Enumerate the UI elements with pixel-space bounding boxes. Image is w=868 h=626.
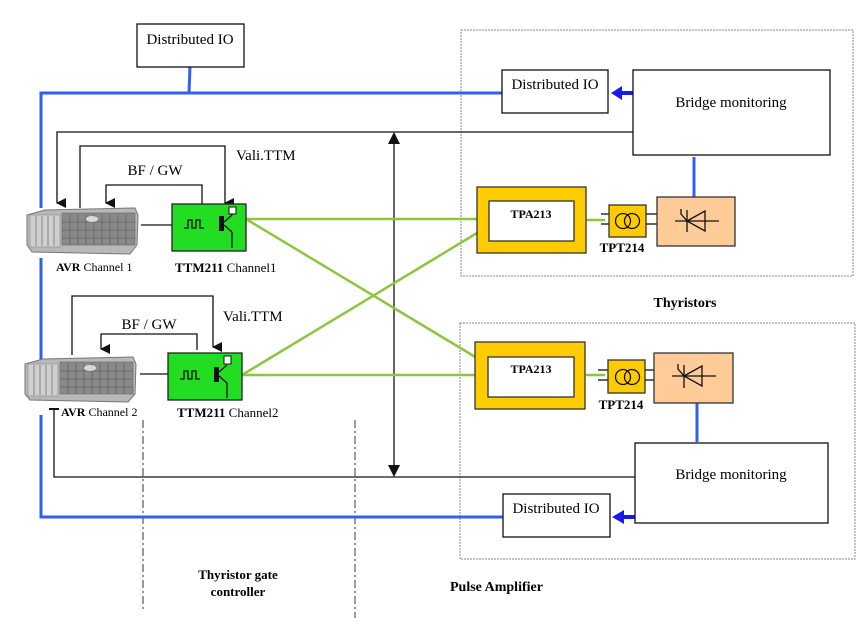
avr-channel1-rest: Channel 1 — [80, 260, 132, 274]
dio-upper-right-box[interactable] — [501, 69, 609, 114]
tpa213-lower-inner — [487, 356, 575, 398]
bfgw-loop-lower — [100, 333, 198, 354]
pulse-transistor-icon[interactable] — [167, 352, 243, 401]
avr-channel2-rest: Channel 2 — [85, 405, 137, 419]
vali-ttm-upper-label: Vali.TTM — [236, 148, 296, 164]
tpt214-lower-label: TPT214 — [599, 397, 644, 412]
dio-upper-right-label: Distributed IO — [511, 77, 598, 93]
blue-bus-top-drop — [187, 65, 192, 94]
bridge-monitoring-lower-label: Bridge monitoring — [675, 467, 787, 483]
dio-lower-right-label: Distributed IO — [512, 501, 599, 517]
tpa213-upper-inner — [488, 200, 575, 242]
bridge-monitoring-upper-label: Bridge monitoring — [675, 95, 787, 111]
thyristors-label: Thyristors — [654, 296, 718, 311]
vali-ttm-lower-label: Vali.TTM — [223, 309, 283, 325]
thyristor-gate-controller-line1: Thyristor gate — [198, 567, 278, 582]
ttm211-channel2-rest: Channel2 — [225, 405, 278, 420]
avr-channel2-bold: AVR — [61, 405, 86, 419]
double-arrow-head-top — [388, 132, 400, 144]
thyristors-group-lower — [459, 322, 856, 560]
blue-bus-bottom — [39, 415, 503, 519]
thyristors-group-upper — [460, 29, 854, 277]
avr-channel1-bold: AVR — [56, 260, 81, 274]
thyristor-icon[interactable] — [653, 352, 734, 404]
ttm211-channel1-bold: TTM211 — [175, 260, 223, 275]
pulse-amplifier-label: Pulse Amplifier — [450, 580, 543, 595]
ttm211-channel1-rest: Channel1 — [223, 260, 276, 275]
dio-lower-right-box[interactable] — [502, 493, 611, 538]
dio-top-label: Distributed IO — [146, 32, 233, 48]
ttm211-channel1-label: TTM211 Channel1 — [175, 260, 276, 275]
tpa213-upper-label: TPA213 — [510, 207, 551, 221]
feedback-loop-lower-outer — [53, 409, 636, 478]
feedback-loop-upper-outer — [56, 131, 633, 208]
avr-channel2-label: AVR Channel 2 — [61, 405, 137, 419]
pulse-line-1-cross — [245, 217, 478, 360]
ttm211-channel2-label: TTM211 Channel2 — [177, 405, 278, 420]
bridge-monitoring-upper-box[interactable] — [632, 69, 831, 156]
bridge-monitoring-lower-box[interactable] — [634, 442, 829, 524]
vali-loop-lower — [71, 295, 222, 355]
blue-arrow-lower-head — [612, 510, 624, 524]
bfgw-lower-label: BF / GW — [121, 317, 177, 333]
ttm211-channel2-bold: TTM211 — [177, 405, 225, 420]
bfgw-loop-upper — [105, 184, 203, 208]
thyristor-gate-controller-line2: controller — [211, 584, 266, 599]
tpt214-upper-label: TPT214 — [600, 240, 645, 255]
bfgw-upper-label: BF / GW — [127, 163, 183, 179]
pulse-transistor-icon[interactable] — [171, 203, 247, 252]
blue-bus-top — [39, 91, 503, 208]
blue-arrow-upper-head — [611, 86, 622, 100]
transformer-icon[interactable] — [601, 204, 657, 238]
tpa213-lower-label: TPA213 — [510, 362, 551, 376]
plc-controller-icon[interactable] — [26, 207, 139, 255]
pulse-line-2-cross — [241, 231, 478, 377]
thyristor-icon[interactable] — [656, 196, 736, 247]
dio-top-box[interactable] — [136, 23, 245, 68]
double-arrow-head-bottom — [388, 465, 400, 477]
avr-channel1-label: AVR Channel 1 — [56, 260, 132, 274]
plc-controller-icon[interactable] — [24, 356, 137, 403]
vali-loop-upper — [79, 145, 234, 208]
transformer-icon[interactable] — [598, 359, 656, 394]
